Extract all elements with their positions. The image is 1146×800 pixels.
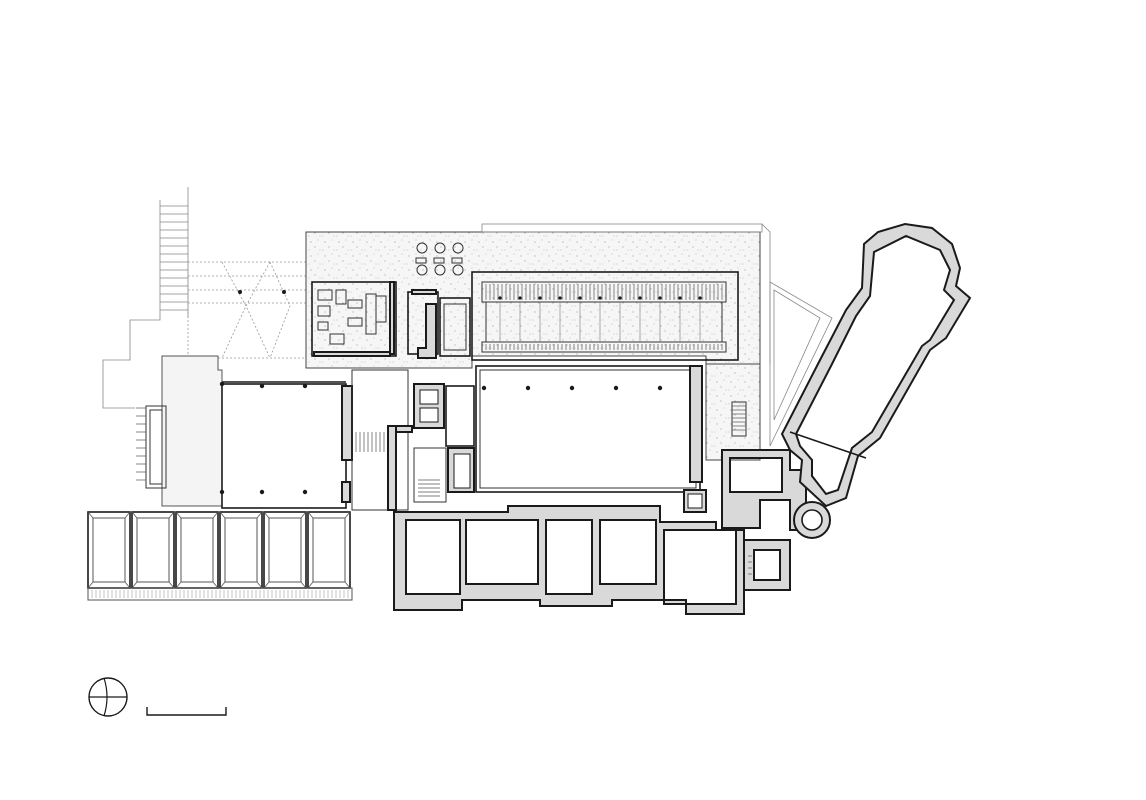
scale-bar-icon	[146, 707, 227, 716]
bastion	[743, 539, 791, 591]
chapel	[780, 222, 972, 508]
service-core	[407, 289, 471, 359]
pool-row	[87, 511, 353, 601]
cafe-room	[311, 281, 397, 357]
east-strip	[705, 281, 833, 461]
lift-core	[413, 383, 475, 503]
long-gallery	[471, 271, 739, 361]
central-hall	[475, 365, 707, 513]
round-tower	[793, 501, 831, 539]
terrace-furniture	[415, 242, 464, 276]
compass-icon	[88, 677, 128, 717]
main-hall	[219, 381, 353, 509]
link-corridor	[351, 369, 413, 511]
east-connector	[721, 449, 807, 531]
west-court	[136, 355, 223, 507]
canopy-outline	[187, 261, 307, 359]
west-stair	[102, 187, 189, 409]
historic-house	[393, 505, 745, 615]
